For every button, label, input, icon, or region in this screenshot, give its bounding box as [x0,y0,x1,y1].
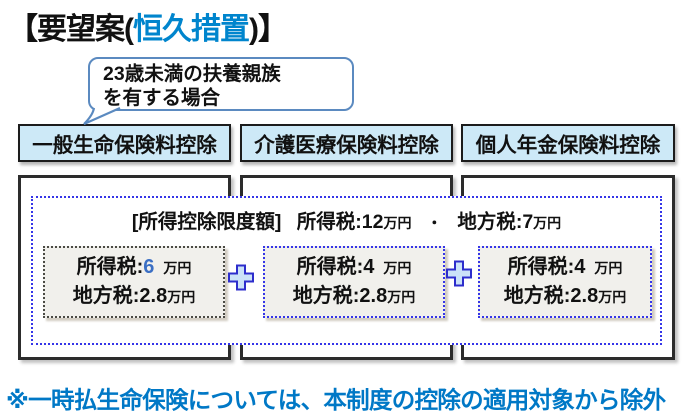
callout-line-2: を有する場合 [103,87,221,109]
amount-local-row: 地方税:2.8万円 [73,282,195,311]
local-label: 地方税: [503,285,571,307]
header-personal-pension-insurance-deduction: 個人年金保険料控除 [461,124,675,162]
income-unit: 万円 [163,260,192,276]
title-accent: 恒久措置 [133,13,250,46]
title-prefix: 【要望案( [8,13,134,46]
title-suffix: )】 [249,13,288,46]
amount-income-row: 所得税:6 万円 [77,253,192,282]
amount-local-row: 地方税:2.8万円 [504,282,626,311]
limit-income-value: 12 [361,211,384,233]
limit-local-value: 7 [522,211,534,233]
page-title: 【要望案(恒久措置)】 [8,4,288,48]
income-unit: 万円 [594,260,623,276]
callout-line-1: 23歳未満の扶養親族 [103,63,281,85]
local-label: 地方税: [292,285,360,307]
limit-bracket-label: [所得控除限度額] [131,211,282,233]
limit-separator: ・ [426,215,442,232]
local-unit: 万円 [167,289,196,305]
income-unit: 万円 [383,260,412,276]
deduction-limit-line: [所得控除限度額] 所得税:12万円 ・ 地方税:7万円 [31,205,662,234]
limit-income-label: 所得税: [296,211,362,233]
limit-local-unit: 万円 [533,215,562,231]
callout-bubble: 23歳未満の扶養親族 を有する場合 [88,57,354,111]
limit-local-label: 地方税: [457,211,523,233]
local-unit: 万円 [598,289,627,305]
header-general-life-insurance-deduction: 一般生命保険料控除 [18,124,231,162]
income-label: 所得税: [76,256,144,278]
header-label: 個人年金保険料控除 [475,134,661,157]
exclusion-note: ※一時払生命保険については、本制度の控除の適用対象から除外 [6,387,666,413]
income-value: 6 [143,256,155,278]
header-nursing-medical-insurance-deduction: 介護医療保険料控除 [240,124,453,162]
amount-income-row: 所得税:4 万円 [297,253,412,282]
income-label: 所得税: [507,256,575,278]
plus-icon [228,264,254,291]
local-unit: 万円 [387,289,416,305]
local-value: 2.8 [570,285,599,307]
income-value: 4 [574,256,586,278]
amount-local-row: 地方税:2.8万円 [293,282,415,311]
local-label: 地方税: [72,285,140,307]
limit-income-unit: 万円 [383,215,412,231]
local-value: 2.8 [359,285,388,307]
plus-icon [446,260,472,287]
header-label: 一般生命保険料控除 [32,134,217,157]
callout-tail [83,107,121,126]
amount-income-row: 所得税:4 万円 [508,253,623,282]
local-value: 2.8 [139,285,168,307]
income-value: 4 [363,256,375,278]
header-label: 介護医療保険料控除 [254,134,439,157]
income-label: 所得税: [296,256,364,278]
